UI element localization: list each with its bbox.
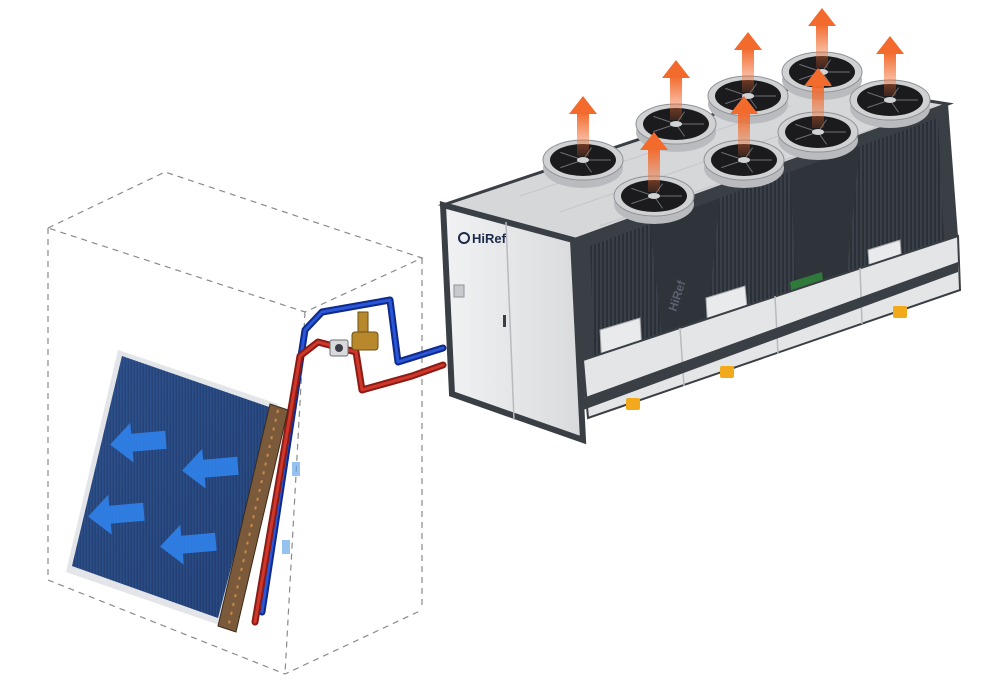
fan-array — [542, 51, 931, 224]
arrow-up-icon — [734, 32, 762, 92]
arrow-up-icon — [804, 68, 832, 128]
front-door-seam — [505, 221, 515, 421]
arrow-left-icon — [160, 524, 217, 565]
three-way-valve-icon — [329, 311, 379, 357]
axial-fan-icon — [542, 139, 624, 188]
axial-fan-icon — [635, 103, 717, 152]
arrow-left-icon — [88, 494, 145, 535]
hot-pipe-highlight — [253, 340, 445, 624]
lifting-lug — [893, 306, 907, 318]
lifting-lug — [626, 398, 640, 410]
building-outline — [46, 171, 424, 675]
free-cooling-coil — [66, 350, 300, 633]
arrow-up-icon — [730, 96, 758, 156]
arrow-up-icon — [808, 8, 836, 68]
chiller-unit: HiRef HiRef — [437, 8, 962, 445]
arrow-up-icon — [662, 60, 690, 120]
v-coil-3 — [845, 118, 945, 290]
arrow-up-icon — [569, 96, 597, 156]
lifting-lug — [720, 366, 734, 378]
piping — [251, 296, 447, 626]
door-handle — [503, 315, 506, 327]
arrow-up-icon — [876, 36, 904, 96]
building-bottom-edge — [47, 579, 423, 675]
brand-logo-text: HiRef — [472, 231, 507, 246]
intake-airflow — [88, 422, 239, 565]
chiller-front-panel — [439, 201, 587, 445]
axial-fan-icon — [613, 175, 695, 224]
arrow-left-icon — [110, 422, 167, 463]
coil-bracket — [282, 540, 290, 554]
brand-mark-icon — [458, 232, 470, 244]
axial-fan-icon — [849, 79, 931, 128]
axial-fan-icon — [777, 111, 859, 160]
arrow-left-icon — [182, 448, 239, 489]
exhaust-airflow — [569, 8, 904, 192]
building-top-edge — [46, 171, 424, 313]
coil-bracket — [292, 462, 300, 476]
door-latch — [453, 284, 465, 298]
brand-logo-front: HiRef — [458, 231, 507, 246]
arrow-up-icon — [640, 132, 668, 192]
axial-fan-icon — [703, 139, 785, 188]
